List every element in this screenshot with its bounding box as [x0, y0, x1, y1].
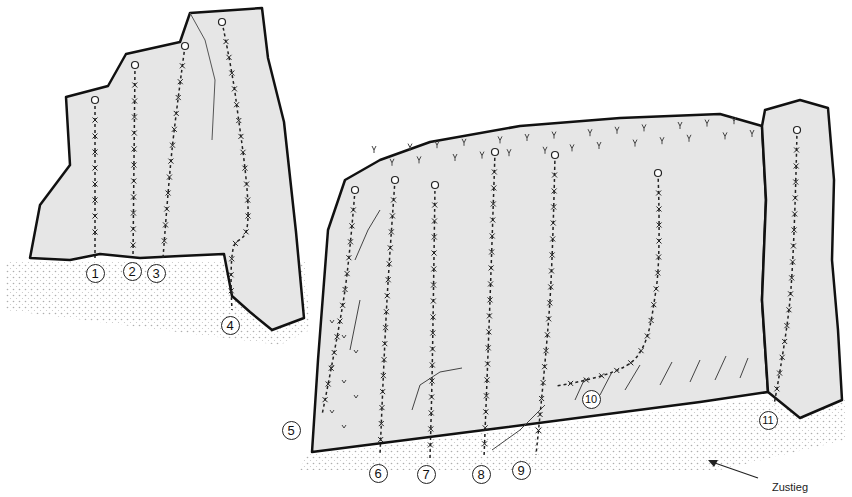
callout-number: 9	[512, 461, 531, 480]
callout-number: 2	[123, 262, 142, 281]
route-lines	[92, 19, 801, 459]
approach-label: Zustieg	[771, 481, 809, 493]
approach-arrow	[712, 462, 758, 478]
rock-crack	[350, 210, 748, 450]
callout-number: 10	[582, 390, 601, 409]
callout-number: 3	[147, 264, 166, 283]
callout-number: 8	[472, 465, 491, 484]
rock-face	[312, 114, 768, 452]
callout-number: 1	[86, 264, 105, 283]
vegetation	[330, 117, 754, 428]
rock-edge	[190, 13, 215, 140]
callout-number: 6	[369, 464, 388, 483]
rock-face	[762, 100, 842, 418]
callout-number: 5	[282, 421, 301, 440]
callout-number: 7	[417, 465, 436, 484]
approach-arrowhead	[708, 460, 718, 467]
callout-number: 4	[221, 316, 240, 335]
rock-face	[30, 8, 304, 330]
callout-number: 11	[759, 411, 778, 430]
